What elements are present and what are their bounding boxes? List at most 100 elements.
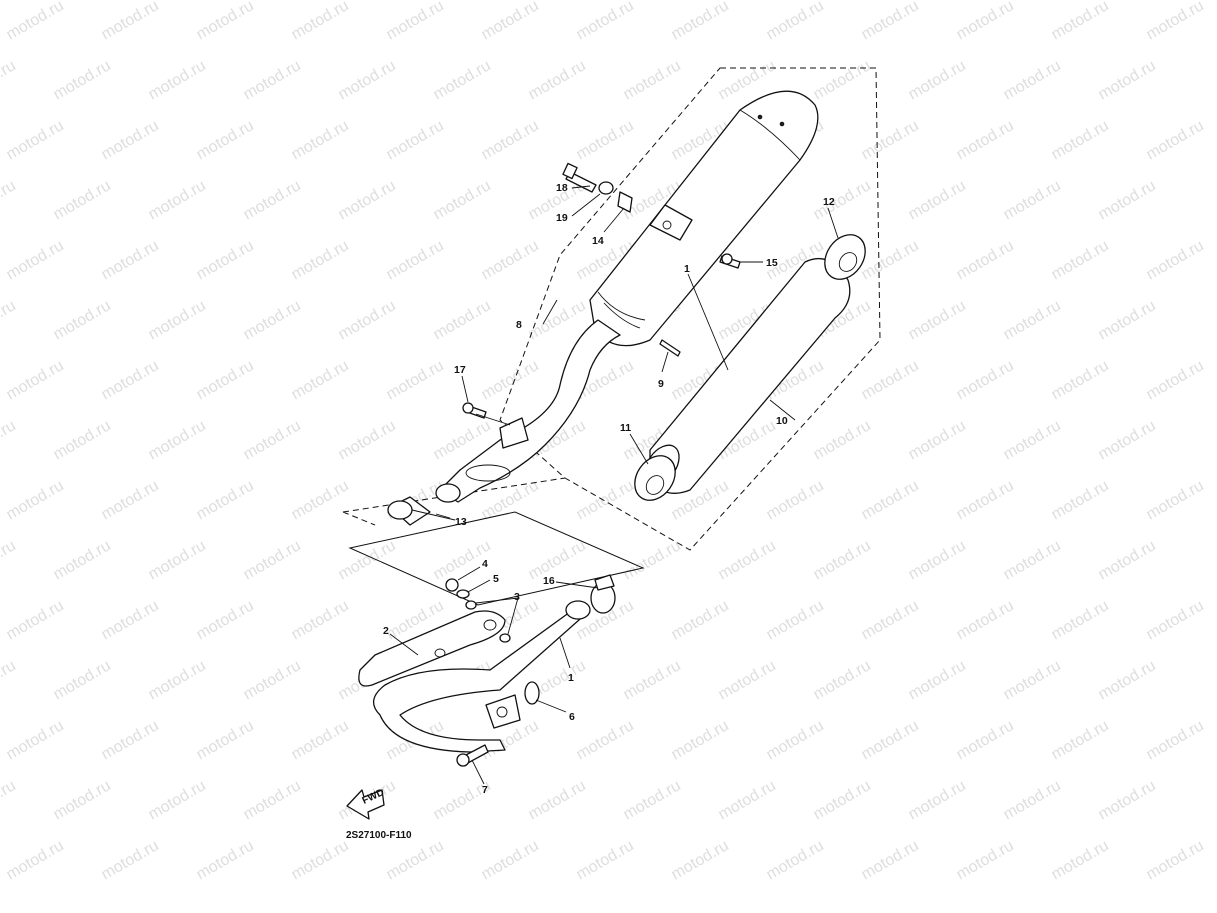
collar-14 — [617, 191, 633, 213]
watermark-text: motod.ru — [336, 57, 399, 103]
watermark-text: motod.ru — [1001, 537, 1064, 583]
leader-lines — [389, 185, 839, 785]
watermark-text: motod.ru — [859, 837, 922, 883]
watermark-text: motod.ru — [526, 57, 589, 103]
watermark-text: motod.ru — [906, 417, 969, 463]
watermark-text: motod.ru — [4, 477, 67, 523]
watermark-text: motod.ru — [336, 417, 399, 463]
watermark-text: motod.ru — [716, 657, 779, 703]
watermark-text: motod.ru — [811, 777, 874, 823]
watermark-text: motod.ru — [1144, 717, 1207, 763]
callout-5: 5 — [493, 573, 499, 585]
callout-10: 10 — [776, 415, 788, 427]
watermark-text: motod.ru — [289, 837, 352, 883]
watermark-text: motod.ru — [241, 777, 304, 823]
clamp-16 — [590, 574, 616, 614]
watermark-text: motod.ru — [574, 117, 637, 163]
watermark-text: motod.ru — [954, 837, 1017, 883]
watermark-text: motod.ru — [194, 0, 257, 43]
watermark-text: motod.ru — [51, 177, 114, 223]
bolt-15 — [719, 253, 741, 269]
header-pipe — [373, 600, 591, 753]
watermark-text: motod.ru — [99, 237, 162, 283]
watermark-text: motod.ru — [336, 297, 399, 343]
callout-3: 3 — [514, 591, 520, 603]
damper-3a — [465, 600, 477, 610]
watermark-text: motod.ru — [669, 717, 732, 763]
watermark-text: motod.ru — [811, 657, 874, 703]
watermark-text: motod.ru — [1144, 357, 1207, 403]
watermark-text: motod.ru — [194, 117, 257, 163]
watermark-text: motod.ru — [431, 177, 494, 223]
watermark-text: motod.ru — [526, 537, 589, 583]
watermark-text: motod.ru — [1001, 297, 1064, 343]
watermark-text: motod.ru — [764, 837, 827, 883]
watermark-text: motod.ru — [954, 0, 1017, 43]
watermark-text: motod.ru — [194, 237, 257, 283]
callout-18: 18 — [556, 182, 568, 194]
watermark-text: motod.ru — [859, 477, 922, 523]
watermark-text: motod.ru — [1001, 177, 1064, 223]
watermark-text: motod.ru — [194, 717, 257, 763]
watermark-text: motod.ru — [1144, 0, 1207, 43]
watermark-text: motod.ru — [811, 537, 874, 583]
watermark-text: motod.ru — [384, 837, 447, 883]
watermark-text: motod.ru — [479, 0, 542, 43]
watermark-text: motod.ru — [99, 117, 162, 163]
watermark-text: motod.ru — [574, 837, 637, 883]
callout-2: 2 — [383, 625, 389, 637]
watermark-text: motod.ru — [954, 477, 1017, 523]
watermark-text: motod.ru — [764, 717, 827, 763]
watermark-text: motod.ru — [4, 117, 67, 163]
gasket-6 — [524, 681, 540, 705]
watermark-text: motod.ru — [289, 357, 352, 403]
watermark-text: motod.ru — [51, 537, 114, 583]
diagram-code: 2S27100-F110 — [346, 830, 412, 841]
bolt-18 — [562, 162, 597, 193]
watermark-text: motod.ru — [764, 0, 827, 43]
watermark-text: motod.ru — [0, 417, 19, 463]
watermark-text: motod.ru — [811, 177, 874, 223]
callout-9: 9 — [658, 378, 664, 390]
watermark-text: motod.ru — [811, 417, 874, 463]
watermark-text: motod.ru — [0, 537, 19, 583]
watermark-text: motod.ru — [51, 777, 114, 823]
watermark-text: motod.ru — [146, 177, 209, 223]
watermark-text: motod.ru — [669, 0, 732, 43]
watermark-text: motod.ru — [669, 837, 732, 883]
watermark-text: motod.ru — [906, 777, 969, 823]
watermark-text: motod.ru — [479, 117, 542, 163]
bolt-17 — [462, 402, 487, 419]
callout-19: 19 — [556, 212, 568, 224]
callout-14: 14 — [592, 235, 604, 247]
watermark-text: motod.ru — [1049, 477, 1112, 523]
watermark-text: motod.ru — [241, 537, 304, 583]
watermark-text: motod.ru — [954, 357, 1017, 403]
watermark-text: motod.ru — [906, 537, 969, 583]
watermark-text: motod.ru — [669, 597, 732, 643]
watermark-text: motod.ru — [146, 417, 209, 463]
watermark-text: motod.ru — [1144, 837, 1207, 883]
watermark-text: motod.ru — [954, 717, 1017, 763]
watermark-text: motod.ru — [146, 537, 209, 583]
watermark-text: motod.ru — [574, 0, 637, 43]
callout-17: 17 — [454, 364, 466, 376]
watermark-text: motod.ru — [194, 837, 257, 883]
watermark-text: motod.ru — [574, 717, 637, 763]
watermark-text: motod.ru — [289, 477, 352, 523]
watermark-text: motod.ru — [1096, 417, 1159, 463]
callout-11: 11 — [620, 422, 631, 434]
watermark-text: motod.ru — [384, 237, 447, 283]
watermark-text: motod.ru — [146, 297, 209, 343]
watermark-text: motod.ru — [1096, 297, 1159, 343]
watermark-text: motod.ru — [289, 117, 352, 163]
watermark-text: motod.ru — [859, 0, 922, 43]
watermark-text: motod.ru — [859, 237, 922, 283]
callout-12: 12 — [823, 196, 835, 208]
watermark-text: motod.ru — [0, 657, 19, 703]
callout-1b: 1 — [568, 672, 574, 684]
watermark-text: motod.ru — [954, 237, 1017, 283]
watermark-text: motod.ru — [1144, 477, 1207, 523]
watermark-text: motod.ru — [954, 597, 1017, 643]
